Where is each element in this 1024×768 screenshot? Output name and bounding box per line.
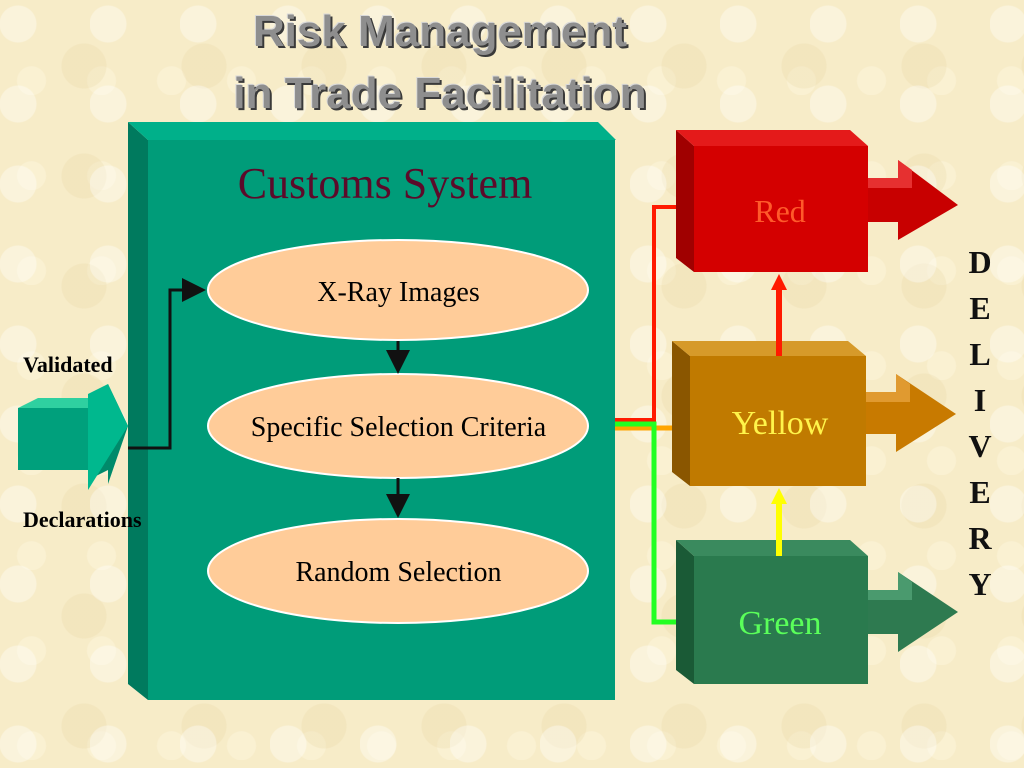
delivery-letter: I [973, 382, 987, 418]
yellow-channel-box [672, 341, 956, 486]
x-ray-images-ellipse [207, 239, 589, 341]
slide-title-line-1: Risk Management [252, 7, 628, 56]
red-channel-box [676, 130, 958, 272]
slide-title-line-2: in Trade Facilitation [233, 69, 647, 118]
red-channel-label: Red [754, 193, 806, 229]
green-channel-box [676, 540, 958, 684]
delivery-letter: V [968, 428, 992, 464]
delivery-letter: E [969, 474, 991, 510]
arrow-green-to-yellow-head [771, 488, 787, 504]
yellow-channel-label: Yellow [731, 405, 829, 442]
arrow-yellow-to-red-head [771, 274, 787, 290]
x-ray-images-label: X-Ray Images [317, 277, 480, 308]
random-selection-ellipse [207, 518, 589, 624]
specific-selection-criteria-label: Specific Selection Criteria [250, 412, 547, 443]
random-selection-label: Random Selection [295, 557, 502, 588]
validated-label: Validated [23, 352, 113, 377]
connector-to-red [615, 205, 688, 422]
delivery-letter: D [968, 244, 992, 280]
declarations-input-arrow [18, 384, 128, 490]
green-channel-label: Green [738, 605, 822, 642]
connector-to-green [615, 421, 688, 625]
delivery-letter: E [969, 290, 991, 326]
connector-input-to-xray [128, 278, 206, 450]
delivery-letter: R [968, 520, 992, 556]
delivery-letter: Y [968, 566, 992, 602]
customs-system-title: Customs System [237, 159, 533, 208]
declarations-label: Declarations [23, 507, 142, 532]
delivery-letter: L [969, 336, 991, 372]
